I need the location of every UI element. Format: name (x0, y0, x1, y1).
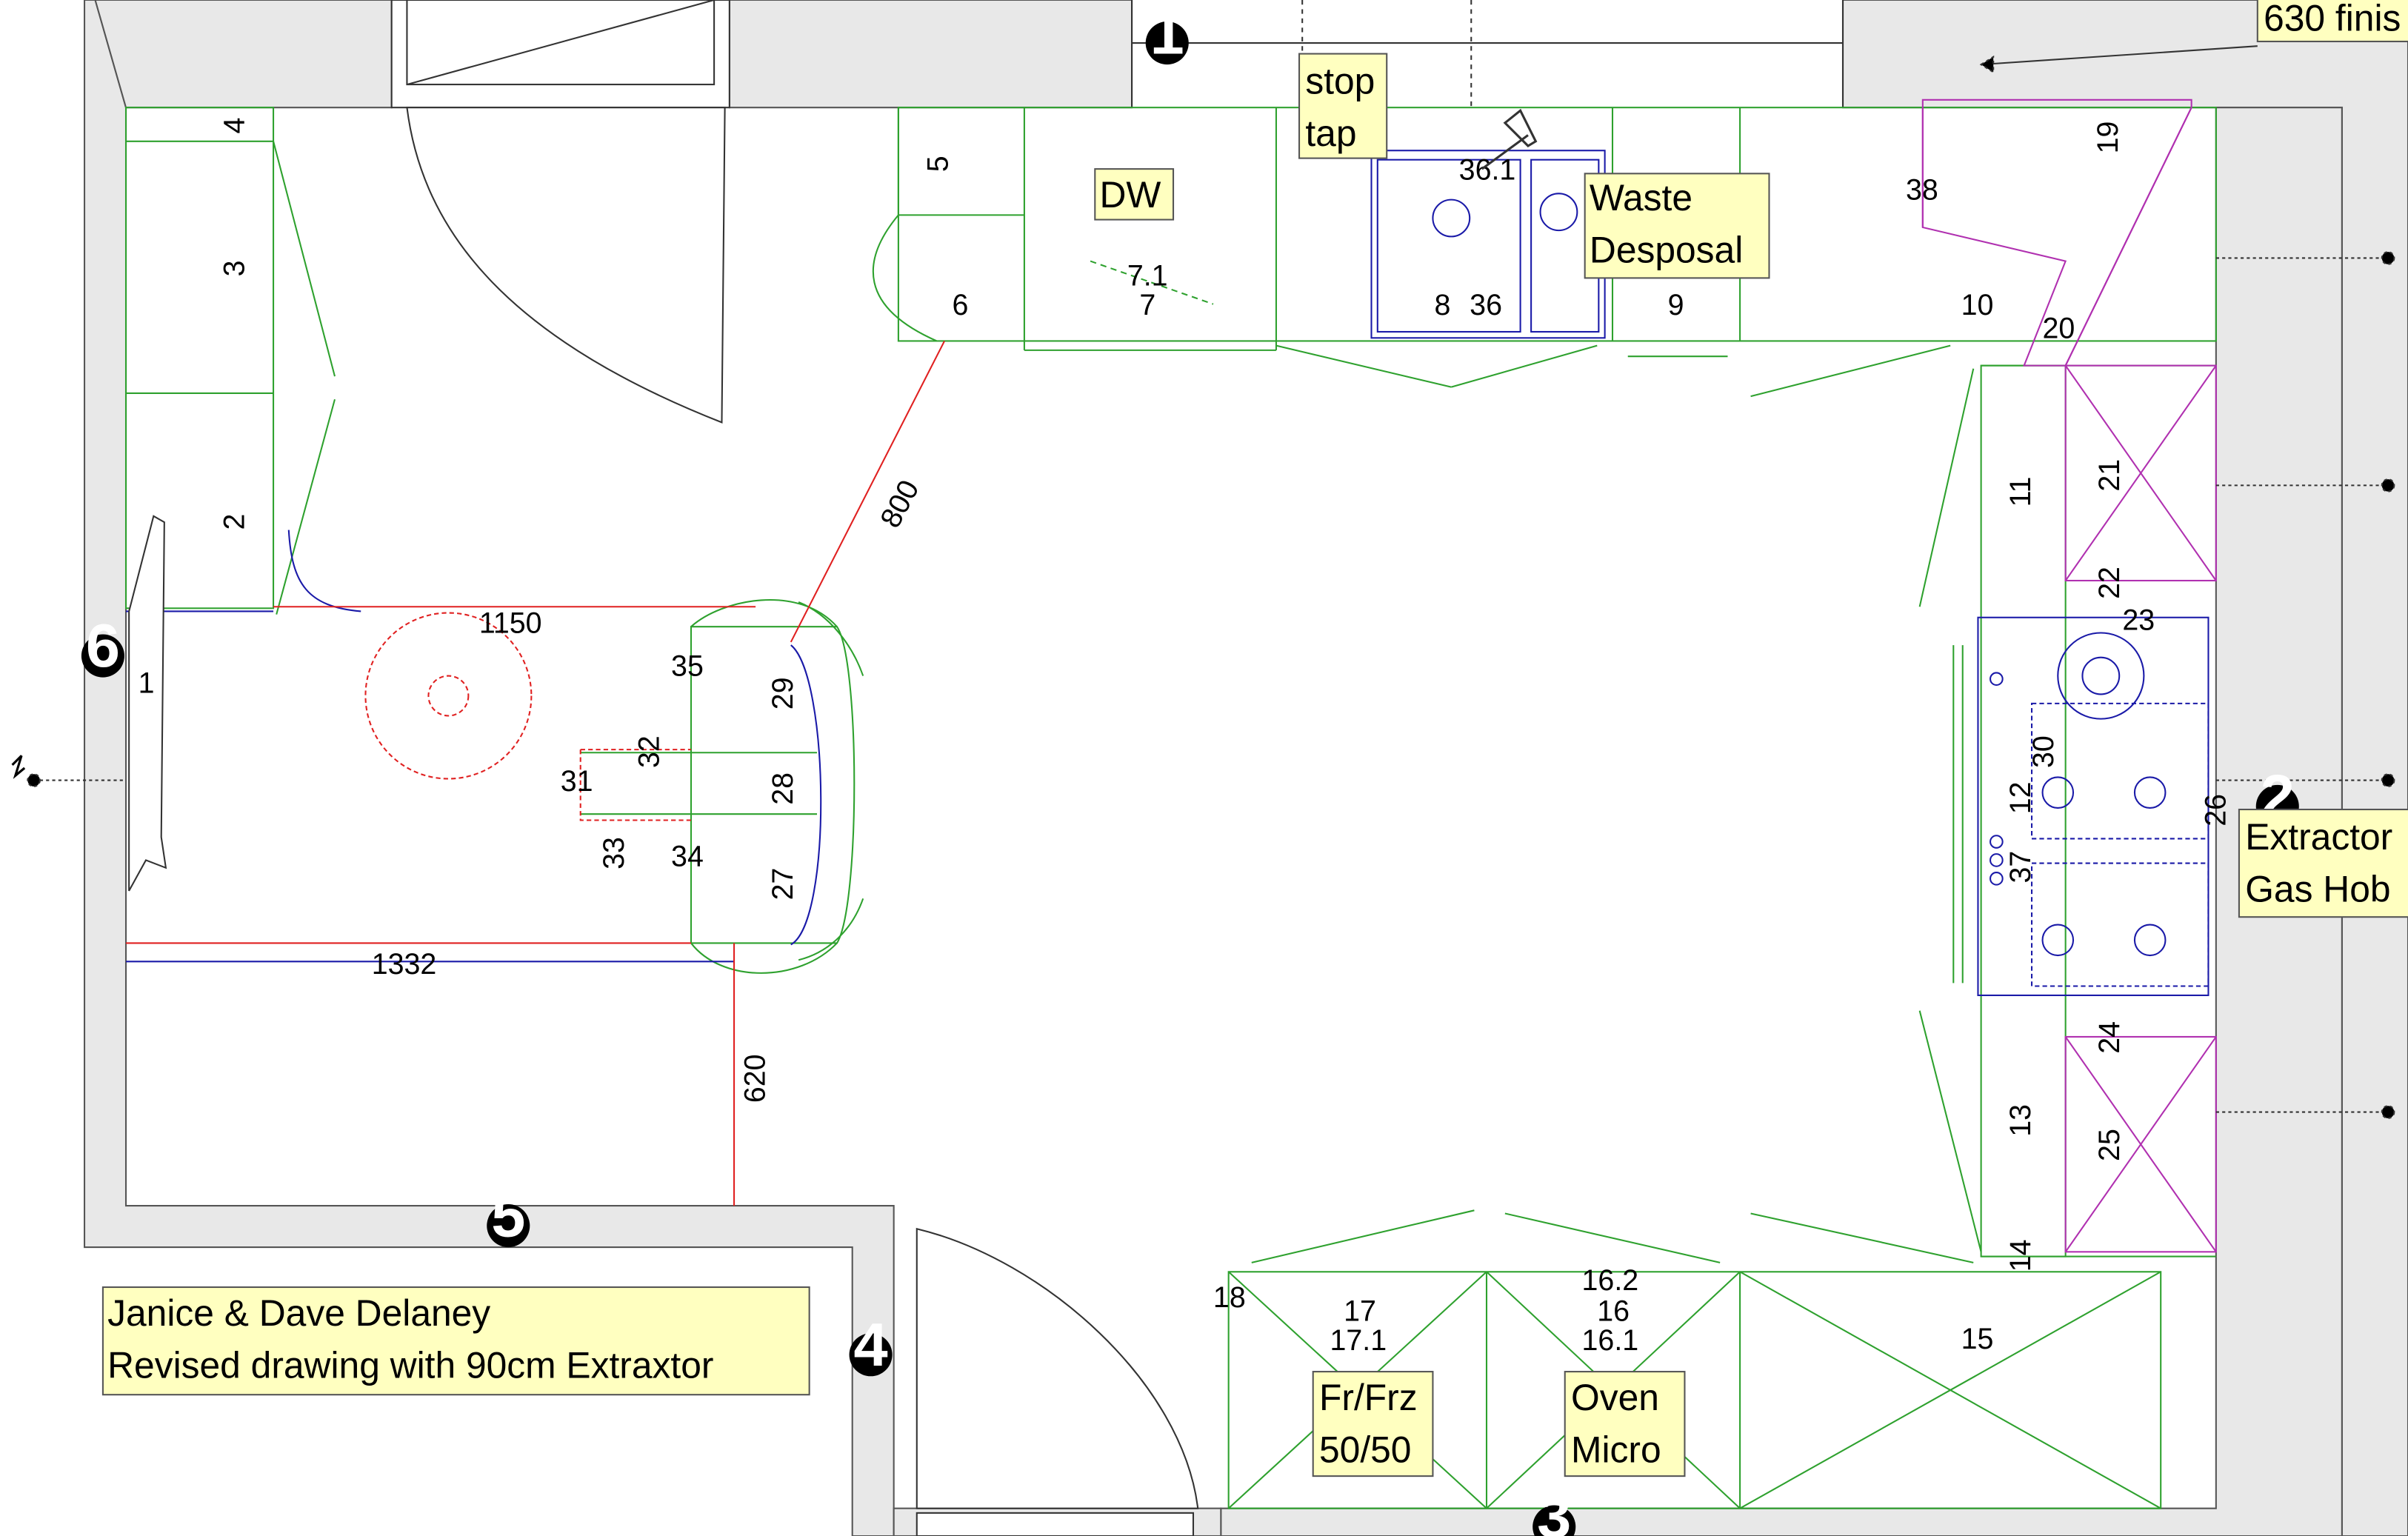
unit-3: 3 (219, 260, 251, 276)
unit-22: 22 (2093, 567, 2126, 599)
svg-text:Micro: Micro (1571, 1429, 1661, 1470)
electric-symbol-icon (11, 755, 26, 779)
svg-text:Janice & Dave Delaney: Janice & Dave Delaney (107, 1292, 490, 1334)
note-fridge-freezer: Fr/Frz 50/50 (1312, 1371, 1434, 1477)
wall-bottom (1220, 107, 2343, 1536)
unit-17-1: 17.1 (1330, 1324, 1387, 1357)
unit-11: 11 (2004, 477, 2037, 507)
unit-8: 8 (1435, 289, 1451, 321)
dimension-lines (126, 340, 946, 1206)
unit-18: 18 (1213, 1281, 1246, 1314)
unit-36-1: 36.1 (1459, 154, 1516, 187)
appliances (126, 150, 2209, 996)
dimension-labels: 1150 1332 800 620 (372, 475, 926, 1103)
dimension-620: 620 (739, 1054, 772, 1103)
note-waste-disposal: Waste Desposal (1584, 173, 1770, 279)
unit-14: 14 (2004, 1239, 2037, 1272)
unit-20: 20 (2043, 312, 2075, 344)
marker-1: 1 (1145, 0, 1189, 67)
marker-3: 3 (1532, 1482, 1576, 1536)
unit-1: 1 (139, 667, 155, 699)
unit-numbers: 1 2 3 4 5 6 7 7.1 8 36 36.1 9 10 38 19 2… (139, 118, 2232, 1358)
unit-13: 13 (2004, 1104, 2037, 1137)
svg-text:50/50: 50/50 (1319, 1429, 1411, 1470)
svg-text:Desposal: Desposal (1590, 230, 1743, 271)
unit-16: 16 (1597, 1295, 1630, 1328)
svg-text:1: 1 (1150, 0, 1184, 67)
marker-6: 6 (81, 611, 124, 680)
unit-32: 32 (633, 735, 665, 768)
unit-21: 21 (2093, 459, 2126, 492)
unit-36: 36 (1470, 289, 1502, 321)
svg-text:Gas Hob: Gas Hob (2245, 868, 2390, 909)
annotation-notes: 630 finis stop tap DW Waste Desposal Ext… (101, 0, 2408, 1477)
unit-35: 35 (671, 650, 704, 683)
unit-27: 27 (767, 868, 799, 901)
svg-text:6: 6 (86, 611, 120, 680)
unit-24: 24 (2093, 1021, 2126, 1054)
marker-4: 4 (849, 1310, 893, 1379)
note-stop-tap: stop tap (1298, 53, 1388, 159)
dimension-800: 800 (874, 475, 926, 533)
service-leaders (27, 45, 2395, 1119)
unit-34: 34 (671, 841, 704, 873)
unit-25: 25 (2093, 1129, 2126, 1161)
wall-top-left (94, 0, 393, 109)
marker-5: 5 (487, 1181, 530, 1250)
svg-text:Fr/Frz: Fr/Frz (1319, 1377, 1418, 1418)
unit-30: 30 (2027, 735, 2060, 768)
unit-7: 7 (1139, 289, 1155, 321)
unit-31: 31 (561, 765, 593, 798)
svg-text:5: 5 (491, 1181, 525, 1250)
unit-38: 38 (1906, 174, 1938, 207)
unit-10: 10 (1961, 289, 1994, 321)
unit-6: 6 (952, 289, 968, 321)
svg-text:Waste: Waste (1590, 177, 1692, 218)
svg-text:tap: tap (1305, 113, 1356, 154)
svg-text:630 finis: 630 finis (2264, 0, 2401, 39)
note-client: Janice & Dave Delaney Revised drawing wi… (101, 1286, 810, 1396)
tap-icon (1481, 108, 1538, 170)
unit-19: 19 (2092, 121, 2124, 154)
note-oven-micro: Oven Micro (1564, 1371, 1686, 1477)
unit-28: 28 (767, 772, 799, 805)
svg-text:Oven: Oven (1571, 1377, 1659, 1418)
unit-15: 15 (1961, 1323, 1994, 1355)
svg-text:Extractor: Extractor (2245, 816, 2392, 858)
svg-text:DW: DW (1100, 174, 1161, 216)
unit-4: 4 (219, 118, 251, 134)
dimension-1150: 1150 (479, 607, 542, 639)
unit-7-1: 7.1 (1127, 260, 1168, 293)
dimension-1332: 1332 (372, 948, 437, 981)
unit-9: 9 (1668, 289, 1684, 321)
wall-left-window (128, 515, 167, 892)
unit-5: 5 (921, 156, 954, 172)
unit-26: 26 (2199, 794, 2232, 827)
note-dishwasher: DW (1094, 168, 1175, 221)
unit-12: 12 (2004, 781, 2037, 814)
door-top-left (406, 107, 726, 424)
unit-33: 33 (598, 837, 630, 869)
svg-text:4: 4 (854, 1310, 888, 1379)
svg-text:Revised drawing with 90cm Extr: Revised drawing with 90cm Extraxtor (107, 1344, 713, 1386)
door-swings (406, 107, 1199, 1536)
door-bottom (915, 1227, 1199, 1509)
unit-29: 29 (767, 677, 799, 709)
unit-16-1: 16.1 (1582, 1324, 1639, 1357)
unit-2: 2 (219, 514, 251, 530)
unit-16-2: 16.2 (1582, 1264, 1639, 1297)
note-finish: 630 finis (2256, 0, 2408, 43)
unit-17: 17 (1344, 1295, 1376, 1328)
unit-37: 37 (2004, 851, 2037, 884)
window-top (390, 0, 1844, 109)
wall-top-middle (728, 0, 1133, 109)
tall-units (1921, 98, 2217, 1253)
unit-23: 23 (2122, 604, 2155, 636)
note-extractor: Extractor Gas Hob (2238, 808, 2408, 918)
svg-text:stop: stop (1305, 61, 1375, 102)
svg-text:3: 3 (1537, 1482, 1571, 1536)
